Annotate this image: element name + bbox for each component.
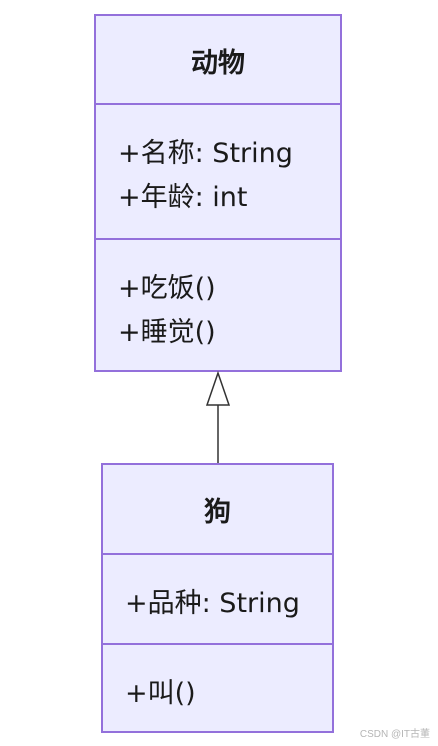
compartment-divider (96, 238, 340, 240)
method-eat: +吃饭() (118, 273, 216, 304)
attribute-age: +年龄: int (118, 182, 248, 213)
attributes-compartment: +名称: String +年龄: int (96, 105, 340, 238)
method-sleep: +睡觉() (118, 317, 216, 348)
watermark: CSDN @IT古董 (359, 729, 430, 740)
class-name: 狗 (204, 496, 231, 528)
class-box-animal: 动物 +名称: String +年龄: int +吃饭() +睡觉() (94, 14, 342, 372)
compartment-divider (103, 553, 332, 555)
inheritance-arrowhead (205, 370, 231, 406)
compartment-divider (103, 643, 332, 645)
class-name-compartment: 狗 (103, 465, 332, 553)
attribute-name: +名称: String (118, 138, 293, 169)
methods-compartment: +吃饭() +睡觉() (96, 240, 340, 370)
class-box-dog: 狗 +品种: String +叫() (101, 463, 334, 733)
class-name-compartment: 动物 (96, 16, 340, 104)
methods-compartment: +叫() (103, 645, 332, 731)
attribute-breed: +品种: String (125, 588, 300, 619)
class-name: 动物 (191, 47, 245, 79)
method-bark: +叫() (125, 678, 196, 709)
compartment-divider (96, 103, 340, 105)
attributes-compartment: +品种: String (103, 555, 332, 643)
